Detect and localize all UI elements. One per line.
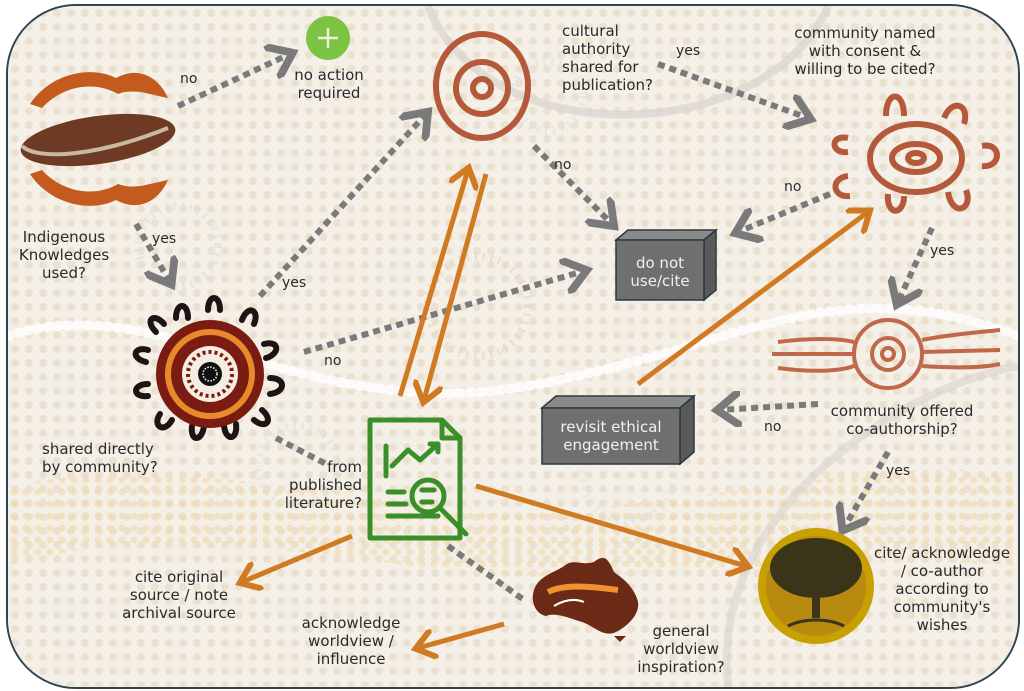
label-co-authorship: community offered co-authorship? <box>830 402 974 438</box>
edge-shared-no <box>303 271 584 355</box>
label-general-worldview: general worldview inspiration? <box>637 622 725 676</box>
label-indigenous-knowledges: Indigenous Knowledges used? <box>18 228 110 282</box>
edge-shared-published <box>274 435 328 467</box>
flow-diagram <box>20 16 1001 687</box>
concentric-circles-icon <box>433 31 531 141</box>
document-search-icon <box>367 417 469 541</box>
edge-label-named-no: no <box>784 179 802 195</box>
edge-authority-to-published <box>424 173 489 400</box>
edge-label-ik-no: no <box>180 71 198 87</box>
edge-published-to-cite <box>475 483 746 566</box>
do-not-use-box <box>613 228 719 302</box>
edge-label-coauth-yes: yes <box>886 463 911 479</box>
australia-map-icon <box>532 557 639 642</box>
label-published-literature: from published literature? <box>284 458 362 512</box>
diagram-frame: Indigenous Knowledges used? no action re… <box>6 4 1020 689</box>
edge-authority-no <box>531 143 612 224</box>
dot-painting-background <box>8 6 1018 687</box>
edge-coauth-yes <box>844 450 891 528</box>
waterhole-lines-icon <box>772 318 1001 390</box>
edge-published-worldview <box>446 543 526 603</box>
edge-published-to-authority <box>397 170 468 397</box>
label-no-action: no action required <box>294 66 364 102</box>
green-plus-circle-icon <box>306 16 350 60</box>
revisit-box <box>539 394 697 466</box>
edge-label-coauth-no: no <box>764 419 782 435</box>
label-revisit: revisit ethical engagement <box>560 418 662 454</box>
label-acknowledge-worldview: acknowledge worldview / influence <box>301 614 401 668</box>
edge-label-ik-yes: yes <box>152 231 177 247</box>
label-cultural-authority: cultural authority shared for publicatio… <box>562 22 654 94</box>
edge-published-to-original <box>242 533 353 582</box>
tree-medallion-icon <box>758 528 874 644</box>
label-do-not-use: do not use/cite <box>630 254 690 290</box>
label-cite-acknowledge: cite/ acknowledge / co-author according … <box>873 544 1011 634</box>
boomerang-coolamon-icon <box>20 72 176 206</box>
edge-label-named-yes: yes <box>930 243 955 259</box>
label-community-named: community named with consent & willing t… <box>794 24 936 78</box>
edge-label-shared-no: no <box>324 353 342 369</box>
label-cite-original: cite original source / note archival sou… <box>122 568 236 622</box>
edge-coauth-no <box>720 404 819 410</box>
label-shared-directly: shared directly by community? <box>42 440 158 476</box>
edge-named-no <box>738 191 832 232</box>
edge-worldview-to-acknowledge <box>418 621 505 648</box>
edge-authority-yes <box>656 61 808 118</box>
edge-label-shared-yes: yes <box>282 275 307 291</box>
edge-label-authority-no: no <box>554 157 572 173</box>
dot-painting-sun-icon <box>132 295 285 441</box>
edge-revisit-to-named <box>636 212 868 387</box>
edge-named-yes <box>898 226 935 302</box>
edge-ik-no <box>176 54 290 109</box>
edge-shared-yes <box>257 114 426 299</box>
edge-label-authority-yes: yes <box>676 43 701 59</box>
meeting-place-symbol-icon <box>831 93 1000 214</box>
